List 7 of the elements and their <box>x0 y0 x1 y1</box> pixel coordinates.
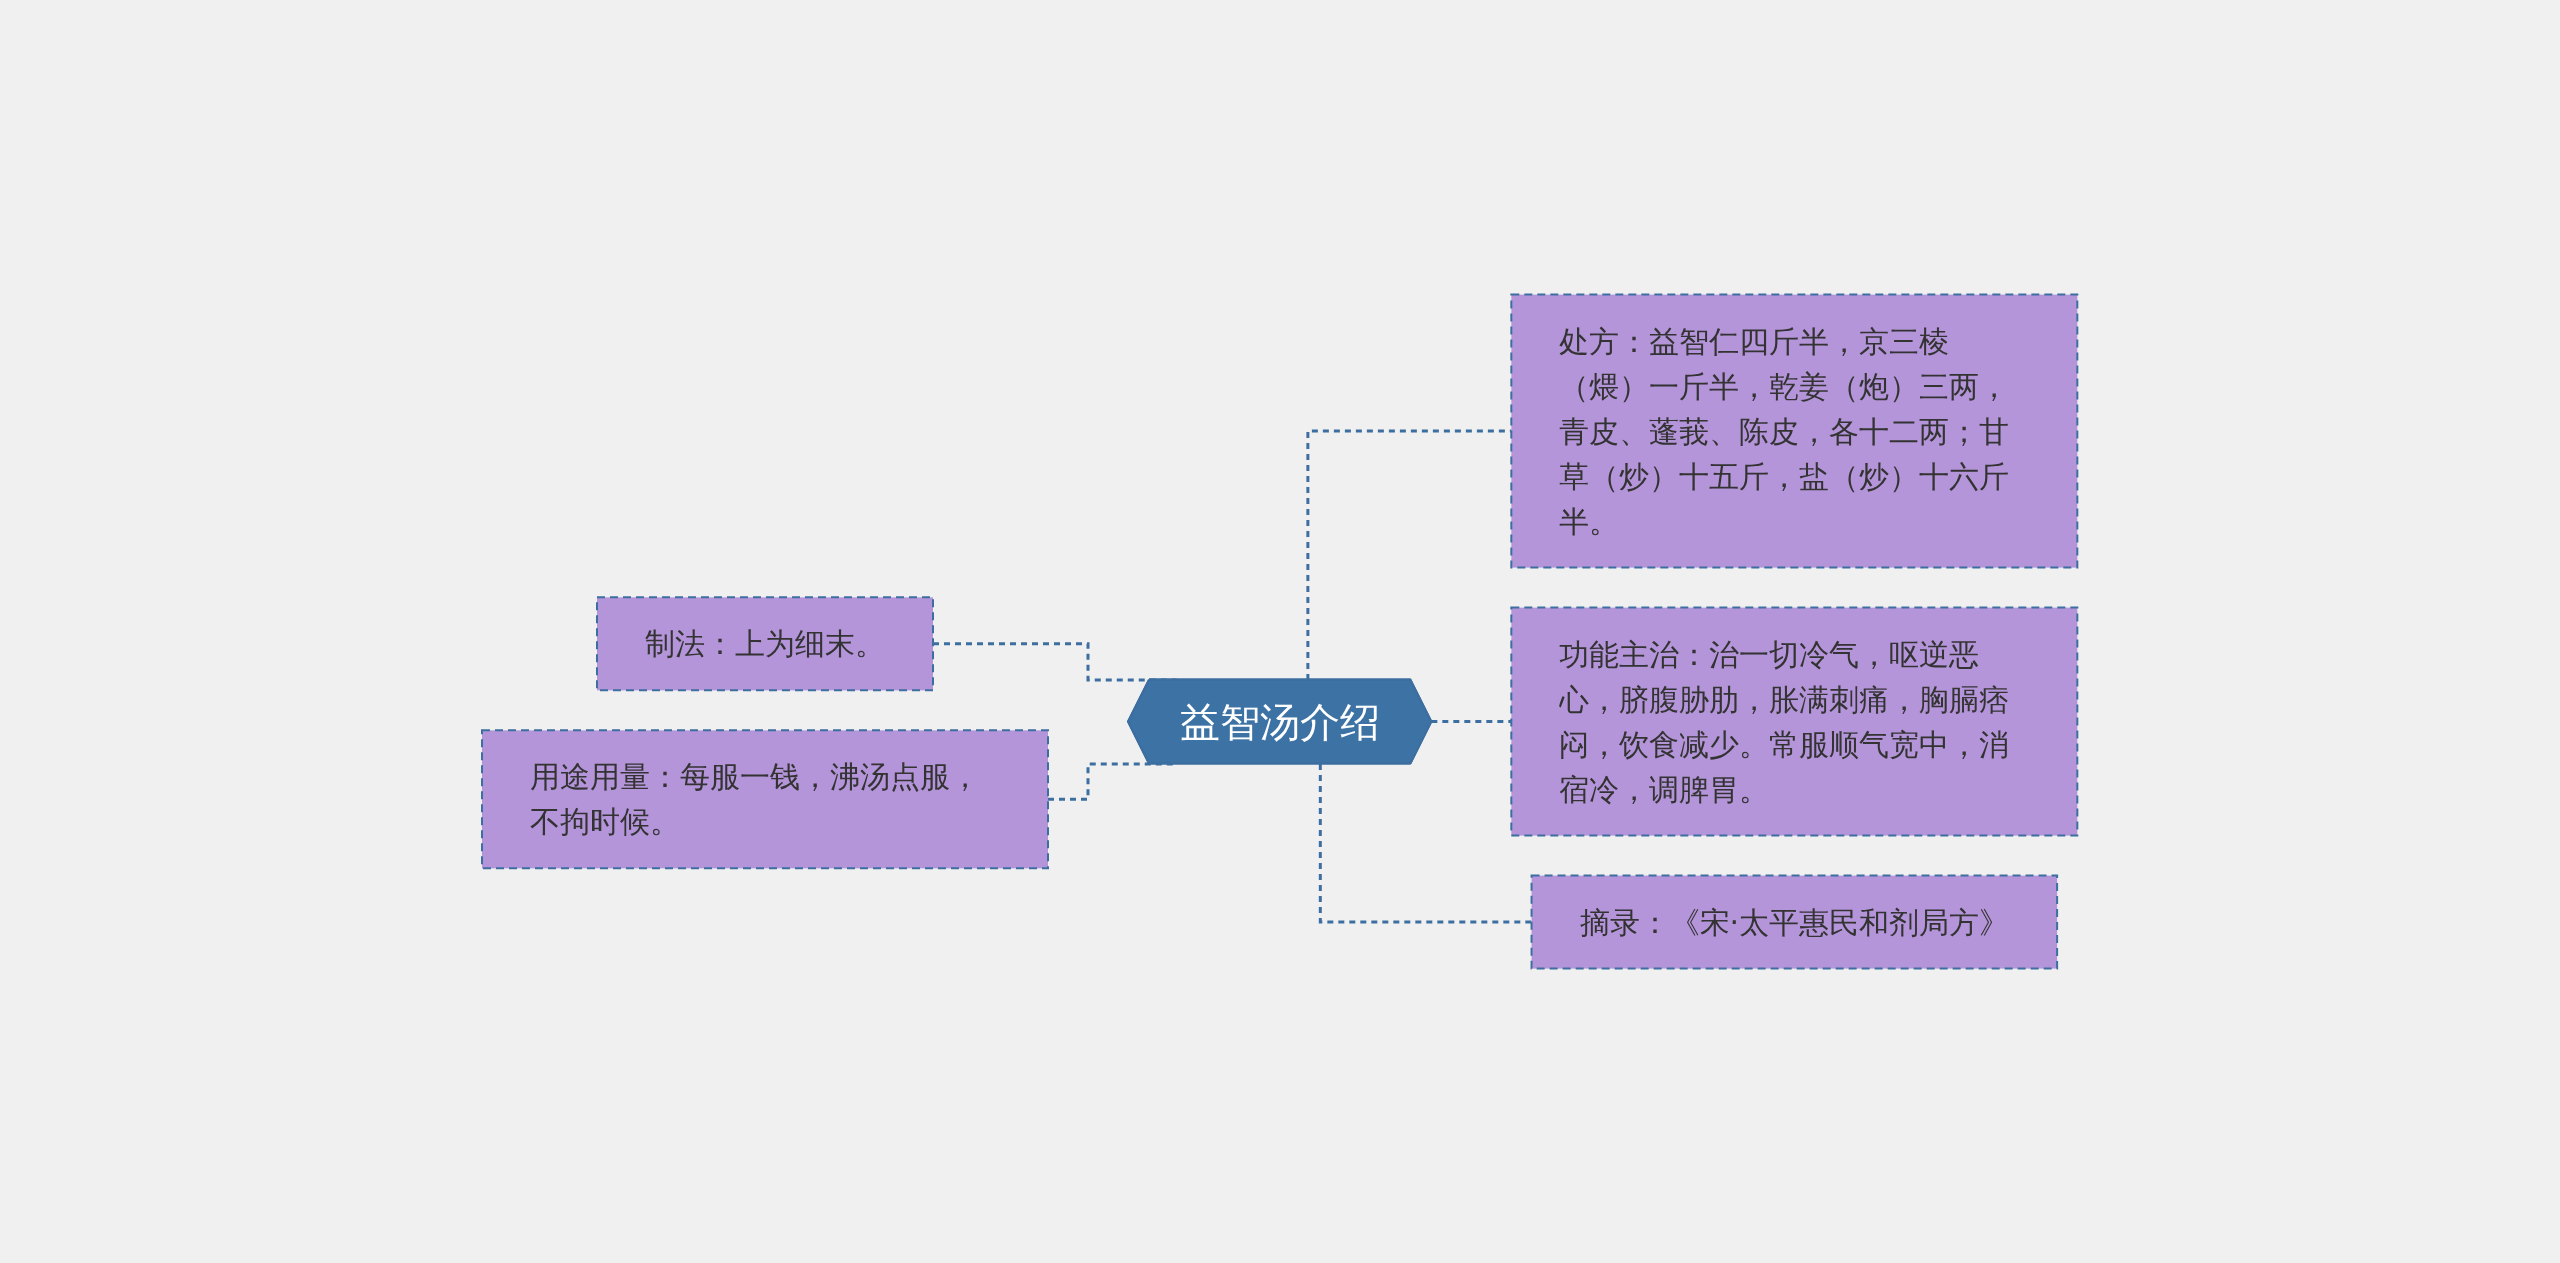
node-box: 功能主治：治一切冷气，呕逆恶心，脐腹胁肋，胀满刺痛，胸膈痞闷，饮食减少。常服顺气宽中，消宿冷，调脾胃。 <box>1510 606 2079 837</box>
connector <box>1430 720 1512 724</box>
node-box: 处方：益智仁四斤半，京三棱（煨）一斤半，乾姜（炮）三两，青皮、蓬莪、陈皮，各十二两；甘草（炒）十五斤，盐（炒）十六斤半。 <box>1510 293 2079 569</box>
node-box: 制法：上为细末。 <box>596 596 935 692</box>
node-box: 用途用量：每服一钱，沸汤点服，不拘时候。 <box>481 729 1050 870</box>
connector <box>1319 764 1532 924</box>
node-box: 摘录：《宋·太平惠民和剂局方》 <box>1530 874 2059 970</box>
